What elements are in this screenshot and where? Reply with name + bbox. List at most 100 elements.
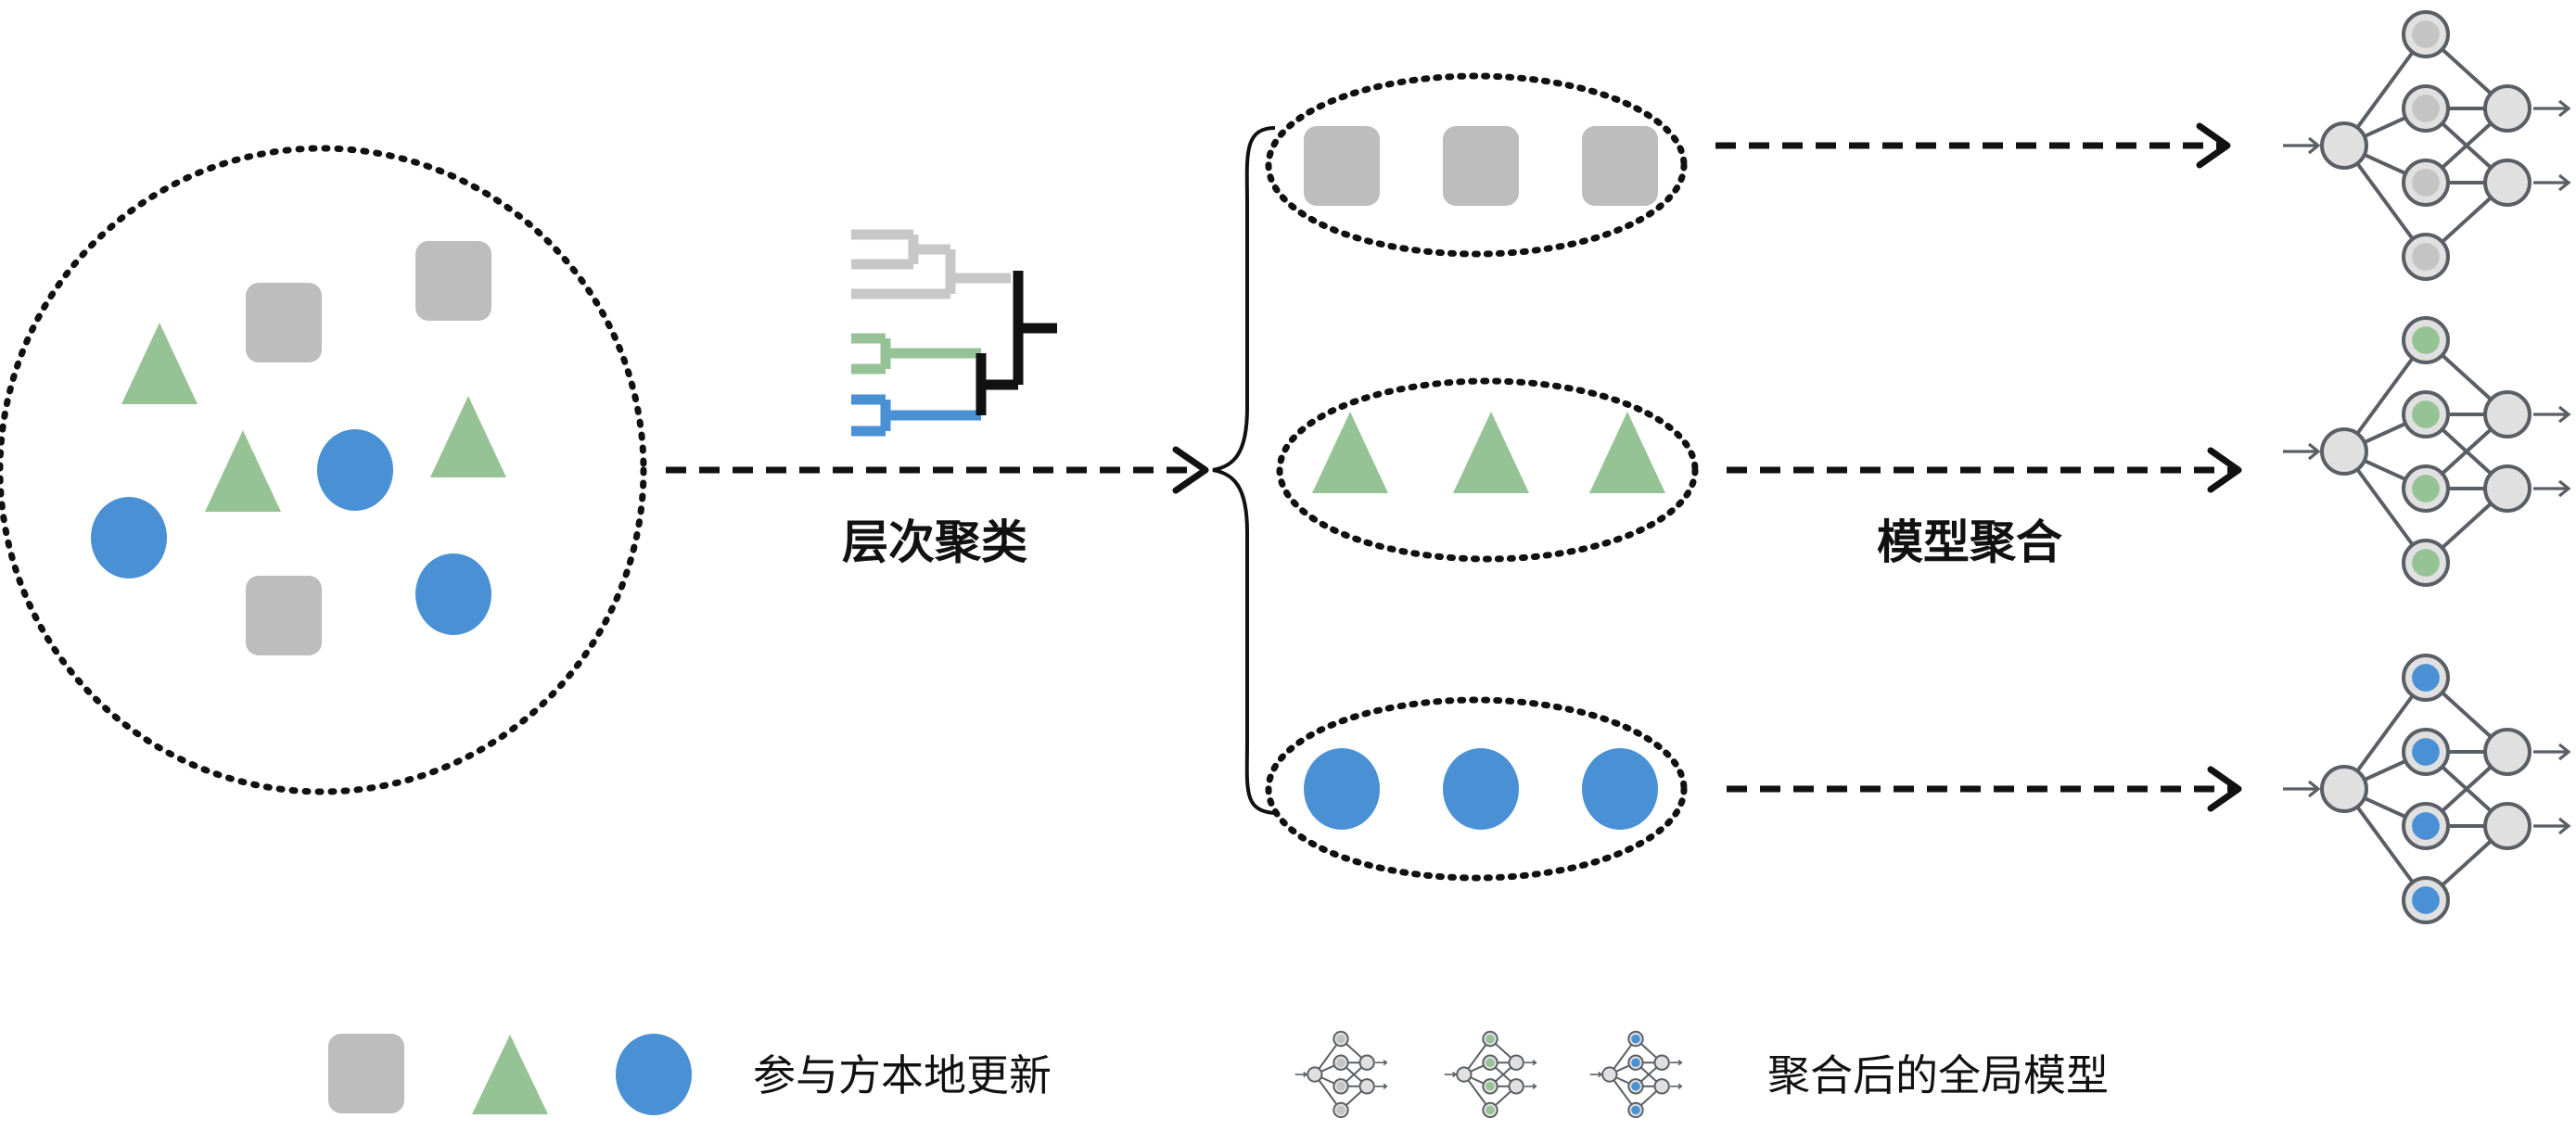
network-node: [2483, 728, 2531, 776]
cluster-blue: [1265, 696, 1688, 882]
neural-network-icon: [1444, 1030, 1537, 1119]
network-node-core: [2412, 20, 2440, 48]
network-node: [1508, 1054, 1524, 1071]
dendrogram-icon: [851, 229, 1057, 437]
legend-square-icon: [328, 1034, 404, 1113]
aggregation-arrow-head: [2207, 766, 2242, 812]
output-arrow-head: [1677, 1083, 1683, 1089]
network-node: [1358, 1054, 1375, 1071]
output-arrow-head: [1383, 1083, 1388, 1089]
clustering-arrow-head: [1172, 446, 1209, 494]
network-node-core: [1486, 1058, 1495, 1067]
cluster-groups: [1265, 72, 1699, 882]
network-node-core: [1336, 1105, 1345, 1115]
cluster-gray: [1265, 72, 1688, 258]
participant-triangle: [430, 396, 506, 477]
output-arrow-head: [2558, 817, 2571, 835]
participant-square: [1582, 126, 1658, 206]
participant-square: [1443, 126, 1519, 206]
aggregation-arrow-head: [2207, 447, 2242, 493]
network-node-core: [1486, 1034, 1495, 1044]
participant-pool-boundary: [0, 145, 647, 795]
clustering-label: 层次聚类: [842, 515, 1027, 569]
neural-network-icon: [2283, 654, 2571, 924]
network-node: [1307, 1066, 1323, 1083]
neural-network-icon: [2283, 10, 2571, 281]
network-node: [1456, 1066, 1473, 1083]
legend-triangle-icon: [472, 1035, 548, 1114]
cluster-boundary: [1265, 696, 1688, 882]
neural-network-icon: [2283, 316, 2571, 587]
network-node-core: [2412, 243, 2440, 271]
network-node-core: [2412, 400, 2440, 428]
network-node: [1653, 1054, 1670, 1071]
input-arrow-head: [2308, 442, 2321, 461]
network-node-core: [2412, 326, 2440, 354]
participant-square: [415, 241, 491, 321]
network-node-core: [1336, 1034, 1345, 1044]
input-arrow-head: [2308, 136, 2321, 155]
network-node-core: [1631, 1034, 1640, 1044]
participant-pool: [0, 145, 647, 795]
participant-triangle: [1589, 412, 1665, 493]
legend: 参与方本地更新 聚合后的全局模型: [328, 1030, 2109, 1119]
network-node-core: [2412, 95, 2440, 122]
participant-circle: [415, 553, 491, 635]
network-node: [2320, 121, 2368, 170]
aggregation-label: 模型聚合: [1877, 515, 2062, 569]
network-node: [2483, 159, 2531, 207]
aggregation-arrow-head: [2196, 122, 2231, 169]
global-models: [2283, 10, 2571, 924]
output-arrow-head: [2558, 405, 2571, 424]
cluster-boundary: [1265, 72, 1688, 258]
network-node-core: [1631, 1082, 1640, 1091]
output-arrow-head: [1532, 1060, 1537, 1066]
output-arrow-head: [2558, 99, 2571, 118]
participant-triangle: [1312, 412, 1388, 493]
participant-circle: [91, 497, 167, 578]
network-node-core: [2412, 738, 2440, 766]
output-arrow-head: [1532, 1083, 1537, 1089]
input-arrow-head: [1452, 1071, 1458, 1078]
participant-triangle: [205, 430, 281, 512]
network-node-core: [1631, 1058, 1640, 1067]
participant-circle: [1304, 748, 1380, 830]
network-node-core: [2412, 475, 2440, 502]
participant-items: [91, 241, 506, 655]
participant-circle: [317, 429, 393, 511]
network-node-core: [2412, 664, 2440, 692]
network-node: [1358, 1078, 1375, 1095]
input-arrow-head: [1303, 1071, 1308, 1078]
network-node: [1653, 1078, 1670, 1095]
network-node-core: [1486, 1105, 1495, 1115]
input-arrow-head: [1598, 1071, 1603, 1078]
curly-brace: [1212, 126, 1276, 815]
input-arrow-head: [2308, 780, 2321, 798]
legend-circle-icon: [616, 1034, 692, 1115]
network-node: [2483, 464, 2531, 513]
neural-network-icon: [1294, 1030, 1388, 1119]
output-arrow-head: [1383, 1060, 1388, 1066]
output-arrow-head: [2558, 743, 2571, 761]
aggregation-arrows: [1715, 122, 2242, 812]
network-node-core: [1631, 1105, 1640, 1115]
network-node: [2320, 765, 2368, 813]
network-node-core: [1336, 1058, 1345, 1067]
participant-square: [246, 283, 322, 362]
network-node: [2483, 84, 2531, 133]
network-node-core: [1336, 1082, 1345, 1091]
participant-circle: [1582, 748, 1658, 830]
legend-network-icons: [1294, 1030, 1683, 1119]
neural-network-icon: [1589, 1030, 1683, 1119]
cluster-green: [1276, 377, 1699, 563]
network-node-core: [2412, 886, 2440, 914]
network-node: [2483, 390, 2531, 439]
output-arrow-head: [2558, 479, 2571, 498]
participant-circle: [1443, 748, 1519, 830]
network-node: [1508, 1078, 1524, 1095]
network-node: [2320, 427, 2368, 476]
network-node: [2483, 802, 2531, 850]
legend-global-model-label: 聚合后的全局模型: [1767, 1050, 2109, 1100]
network-node: [1601, 1066, 1618, 1083]
